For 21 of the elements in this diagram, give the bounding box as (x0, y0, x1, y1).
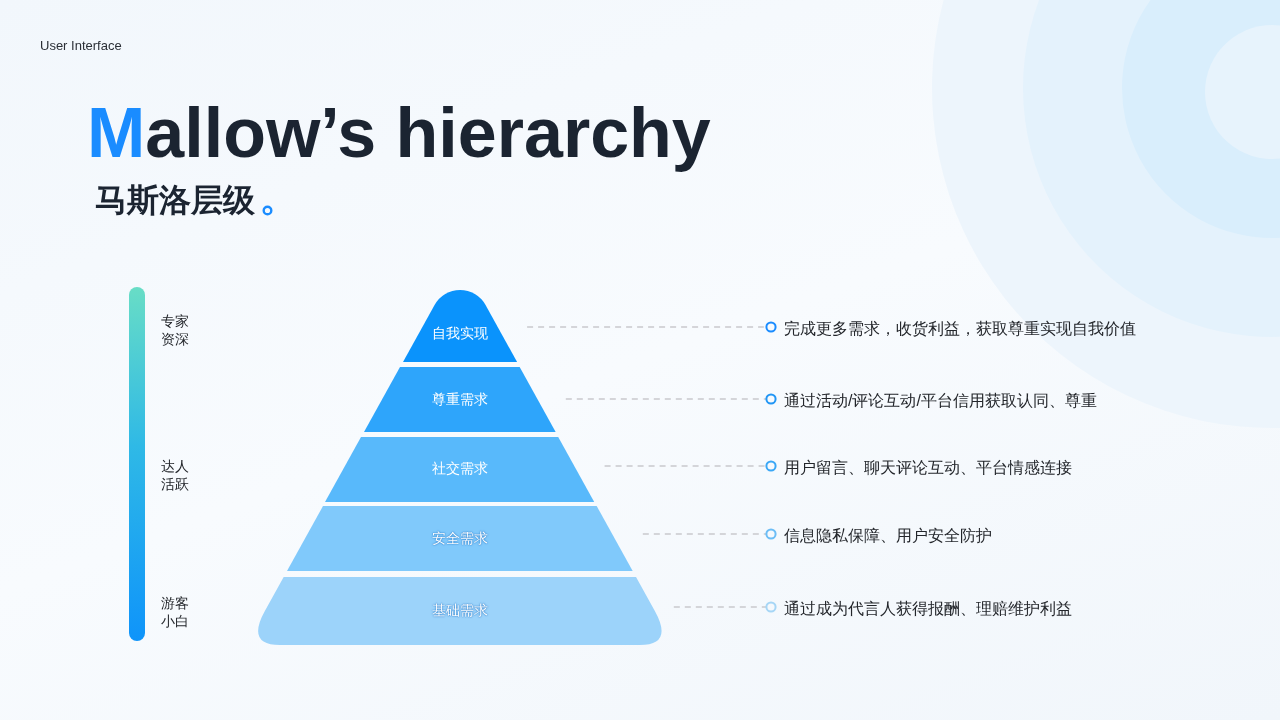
description-text: 完成更多需求，收货利益，获取尊重实现自我价值 (784, 318, 1136, 340)
level-label: 专家资深 (161, 312, 190, 348)
description-text: 用户留言、聊天评论互动、平台情感连接 (784, 457, 1072, 479)
description-text: 信息隐私保障、用户安全防护 (784, 525, 992, 547)
leader-line (673, 601, 777, 613)
pyramid-level: 自我实现 (402, 290, 518, 362)
section-label: User Interface (40, 38, 122, 54)
scale-bar (129, 287, 145, 641)
pyramid-level: 基础需求 (256, 577, 664, 645)
description-text: 通过活动/评论互动/平台信用获取认同、尊重 (784, 390, 1097, 412)
leader-line (642, 528, 777, 540)
leader-line (526, 321, 777, 333)
level-label: 达人活跃 (161, 457, 190, 493)
leader-line (565, 393, 777, 405)
subtitle: 马斯洛层级 (95, 183, 255, 217)
description-text: 通过成为代言人获得报酬、理赔维护利益 (784, 598, 1072, 620)
level-label: 游客小白 (161, 594, 190, 630)
leader-line (603, 460, 777, 472)
pyramid-level: 尊重需求 (364, 367, 556, 432)
pyramid-level: 安全需求 (287, 506, 633, 571)
pyramid-level: 社交需求 (325, 437, 595, 502)
